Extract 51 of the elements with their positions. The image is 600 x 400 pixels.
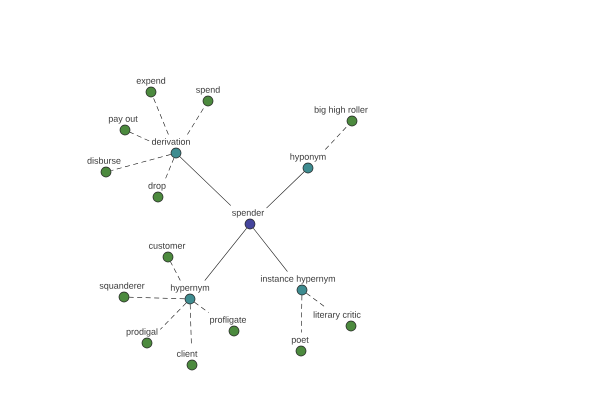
connector xyxy=(266,171,304,208)
connector xyxy=(325,124,349,150)
graph-node: hypernym xyxy=(170,284,210,304)
connector xyxy=(253,228,288,272)
connector xyxy=(152,96,169,135)
graph-node: pay out xyxy=(108,116,138,136)
graph-node: drop xyxy=(148,182,166,202)
node-label: prodigal xyxy=(126,328,158,337)
node-label: big high roller xyxy=(314,106,368,115)
connector xyxy=(110,154,172,171)
connector xyxy=(130,132,150,142)
node-label: disburse xyxy=(87,157,121,164)
graph-node: big high roller xyxy=(314,106,368,126)
node-label: pay out xyxy=(108,116,138,124)
connector xyxy=(306,292,326,308)
connector xyxy=(301,295,302,333)
node-label: expend xyxy=(136,77,166,86)
graph-node: profligate xyxy=(210,316,246,336)
node-label: customer xyxy=(148,242,186,249)
graph-node: spender xyxy=(232,209,264,230)
graph-node: customer xyxy=(148,242,186,262)
graph-node: spend xyxy=(196,86,220,106)
graph-node: prodigal xyxy=(126,328,158,348)
graph-node: instance hypernym xyxy=(260,275,336,296)
node-label: spend xyxy=(196,86,220,95)
graph-node: disburse xyxy=(87,157,121,178)
node-label: poet xyxy=(292,336,309,345)
graph-node: derivation xyxy=(152,138,190,158)
graph-node: expend xyxy=(136,77,166,98)
graph-node: squanderer xyxy=(100,282,145,302)
graph-node: poet xyxy=(292,336,309,356)
node-label: drop xyxy=(148,182,166,191)
connector xyxy=(180,156,232,206)
connector xyxy=(129,296,185,300)
connector xyxy=(194,302,209,313)
connector xyxy=(204,228,247,281)
connector xyxy=(165,158,174,179)
graph-node: hyponym xyxy=(290,153,326,174)
node-label: squanderer xyxy=(100,282,145,291)
graph-node: literary critic xyxy=(314,311,361,332)
node-label: profligate xyxy=(210,316,246,325)
node-label: derivation xyxy=(152,138,190,145)
node-label: literary critic xyxy=(314,311,361,320)
connector xyxy=(160,302,187,330)
connector xyxy=(170,261,181,281)
node-label: client xyxy=(176,350,198,357)
graph-node: client xyxy=(176,350,198,370)
node-label: instance hypernym xyxy=(260,275,336,284)
node-label: hypernym xyxy=(170,284,210,293)
node-label: hyponym xyxy=(290,153,326,162)
node-label: spender xyxy=(232,209,264,218)
